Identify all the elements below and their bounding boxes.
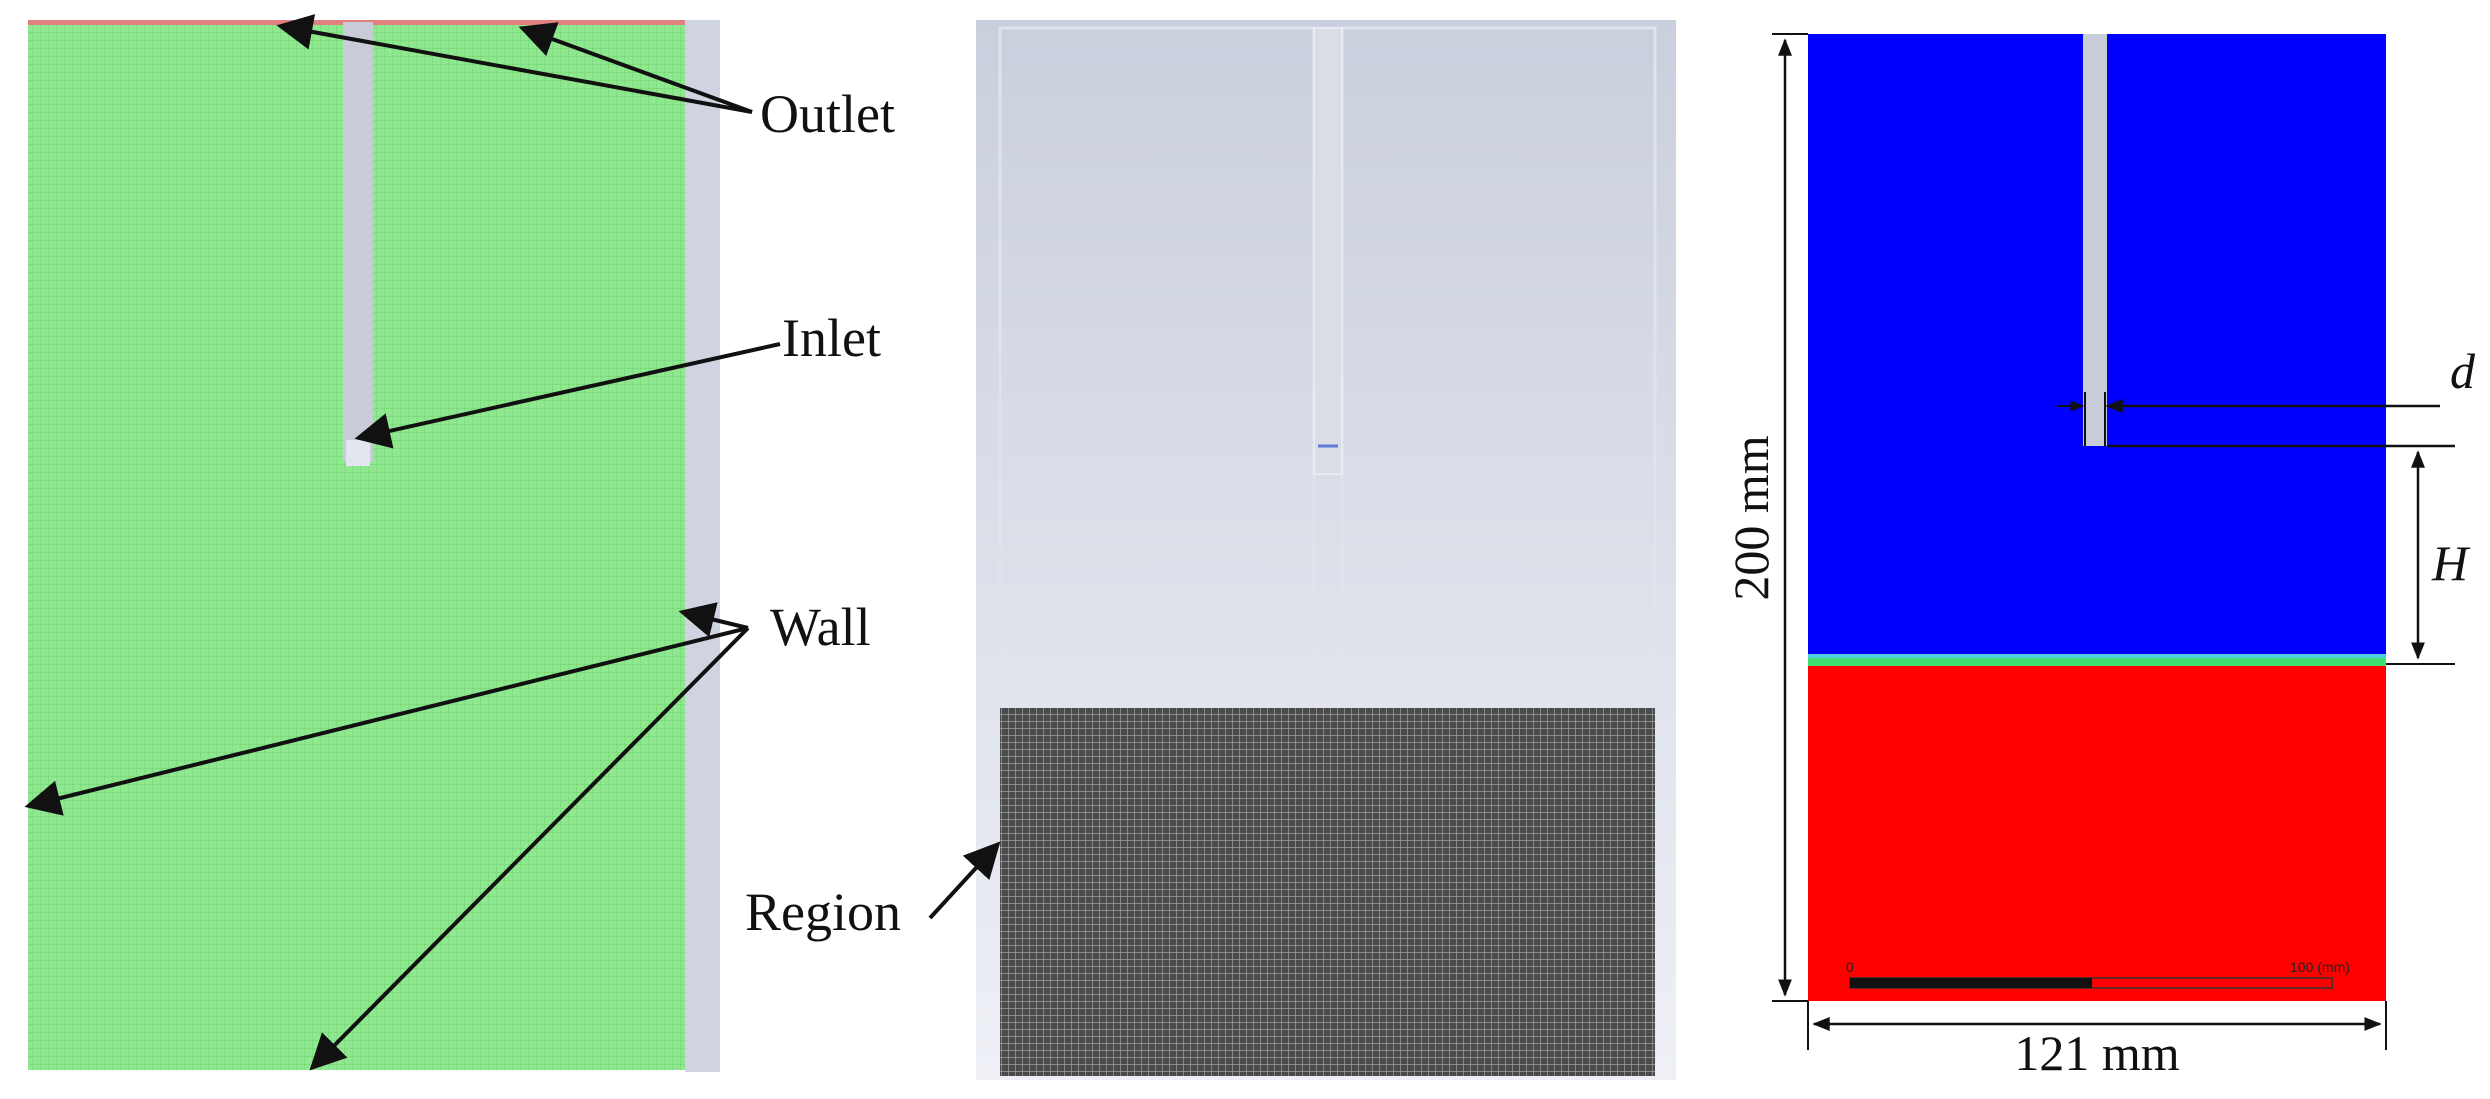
scale-bar-fill [1850,978,2092,988]
wall-arrow-side [678,602,749,638]
outlet-label: Outlet [760,84,895,144]
interface-band-top [1808,654,2386,658]
inlet-tube-tip [346,440,370,466]
H-label: H [2431,535,2471,591]
height-label: 200 mm [1723,435,1779,600]
interface-band [1808,656,2386,666]
inlet-arrow [354,342,781,449]
nozzle [2083,34,2107,446]
outlet-arrow-right [518,22,753,114]
panel-b: Region [745,20,1676,1080]
d-label: d [2450,343,2476,399]
scale-start-label: 0 [1846,959,1854,975]
inlet-tube [343,22,373,462]
refined-mesh-region [1000,708,1655,1076]
liquid-phase [1808,666,2386,1001]
region-label: Region [745,882,901,942]
nozzle-tube [1313,27,1343,475]
region-arrow [928,841,1001,920]
width-label: 121 mm [2014,1025,2179,1081]
panel-c: 0 100 (mm) 200 mm 121 mm d H [1723,33,2476,1081]
panel-a: Outlet Inlet Wall [24,14,895,1072]
scale-end-label: 100 (mm) [2290,959,2350,975]
inlet-label: Inlet [782,308,881,368]
wall-label: Wall [770,597,871,657]
side-wall-strip [685,20,720,1072]
wall-arrow-left [24,626,749,816]
wall-arrow-bottom [309,626,750,1071]
outlet-arrow-left [276,14,753,114]
